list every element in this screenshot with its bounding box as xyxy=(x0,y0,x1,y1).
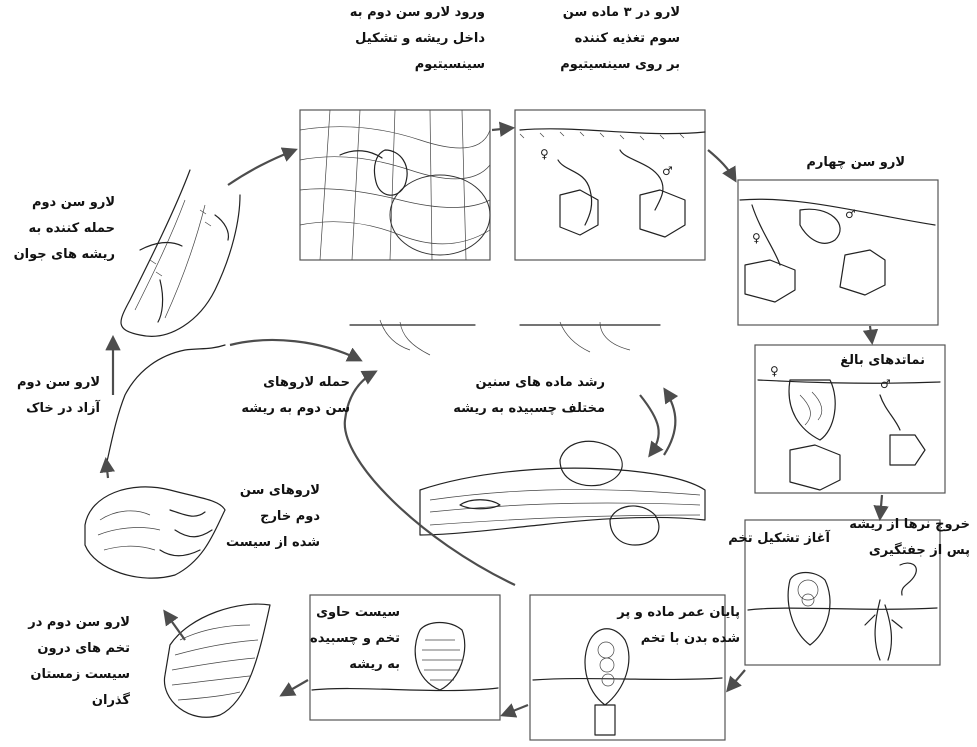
label-overwinter: لارو سن دوم در تخم های درون سیست زمستان … xyxy=(20,610,130,714)
label-attack-root: حمله لاروهای سن دوم به ریشه xyxy=(225,370,350,422)
label-attack-young: لارو سن دوم حمله کننده به ریشه های جوان xyxy=(10,190,115,268)
male-symbol-3: ♂ xyxy=(880,377,891,391)
label-hatched: لاروهای سن دوم خارج شده از سیست xyxy=(215,478,320,556)
label-adults: نماتدهای بالغ xyxy=(790,348,925,374)
panel-third-stage: ♀ ♂ xyxy=(515,110,705,260)
label-free-soil: لارو سن دوم آزاد در خاک xyxy=(10,370,100,422)
female-symbol-2: ♀ xyxy=(752,231,761,245)
panel-fourth-stage: ♀ ♂ xyxy=(738,180,938,325)
label-mature-female: رشد ماده های سنین مختلف چسبیده به ریشه xyxy=(430,370,605,422)
female-symbol: ♀ xyxy=(540,147,549,161)
panel-syncytium-entry xyxy=(300,110,490,260)
label-female-end: پایان عمر ماده و پر شده بدن با تخم xyxy=(610,600,740,652)
label-third-stage: لارو در ۳ ماده سن سوم تغذیه کننده بر روی… xyxy=(545,0,680,78)
root-tip-illustration xyxy=(121,170,240,336)
label-fourth-stage: لارو سن چهارم xyxy=(795,150,905,176)
label-egg-start: آغاز تشکیل تخم xyxy=(730,526,830,552)
label-males-exit: خروج نرها از ریشه پس از جفتگیری xyxy=(820,512,970,564)
overwinter-cyst xyxy=(164,604,270,717)
male-symbol-2: ♂ xyxy=(845,207,856,221)
hatching-cyst xyxy=(85,487,225,578)
label-entry-root: ورود لارو سن دوم به داخل ریشه و تشکیل سی… xyxy=(335,0,485,78)
label-cyst-attached: سیست حاوی تخم و چسبیده به ریشه xyxy=(305,600,400,678)
male-symbol: ♂ xyxy=(662,164,673,178)
female-symbol-3: ♀ xyxy=(770,364,779,378)
free-larva xyxy=(105,345,225,470)
